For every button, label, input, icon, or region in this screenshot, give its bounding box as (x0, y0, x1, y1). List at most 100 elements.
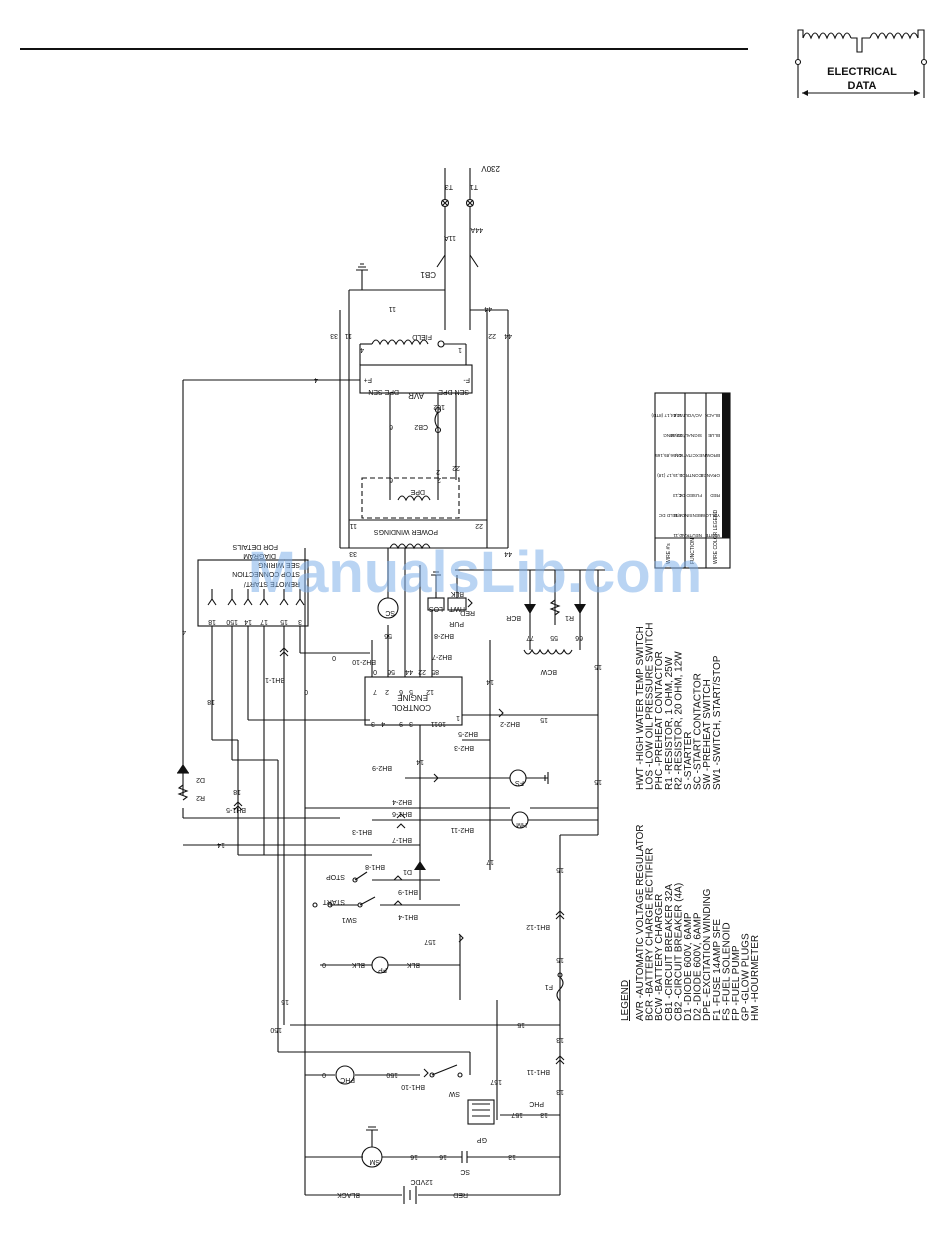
legend-entry: AVR -AUTOMATIC VOLTAGE REGULATOR (635, 824, 646, 1021)
wire-table-cell: RED (710, 493, 720, 498)
conn-bh1-4: BH1-4 (398, 913, 418, 920)
conn-bh1-11: BH1-11 (527, 1068, 550, 1075)
legend-entry: HWT -HIGH WATER TEMP SWITCH (635, 626, 646, 790)
preheat-contactor: PHC 150 0 SW 157 (305, 1000, 502, 1120)
w15-r5: 15 (556, 956, 564, 963)
ecm-pin-3b: 3 (409, 720, 413, 727)
ecm-wire-22: 22 (418, 668, 426, 675)
ecm-pin-7: 7 (373, 688, 377, 695)
wire-table-cell: ORANGE (700, 473, 720, 478)
w15-f1: 15 (517, 1021, 525, 1028)
w15-r3: 15 (540, 716, 548, 723)
phc-label-b: PHC (529, 1100, 544, 1107)
starter-motor: SM 16 16 SC 13 (305, 1126, 560, 1175)
stop-label: STOP (326, 873, 345, 880)
supply-labels: 230V T3 T1 11A 44A CB1 (420, 164, 500, 279)
w16-a: 16 (410, 1153, 418, 1160)
w14-h: 14 (217, 841, 225, 848)
fs-label: FS (515, 779, 524, 786)
battery-charger: BCR R1 BCW 77 55 66 (455, 569, 605, 675)
conn-bh1-8: BH1-8 (365, 863, 385, 870)
conn-bh1-7: BH1-7 (392, 836, 412, 843)
wire-table-cell: SENSING-FIELD DC (658, 513, 702, 518)
conn-bh2-2: BH2-2 (500, 720, 520, 727)
wire-15-right (462, 570, 599, 1195)
hwt-label: HWT (448, 605, 465, 612)
remote-wires (211, 548, 470, 1195)
w16-b: 16 (439, 1153, 447, 1160)
remote-line4: DIAGRAM (243, 552, 276, 559)
w150-b: 150 (386, 1071, 398, 1078)
wire-table-cell: YELLOW (700, 513, 720, 518)
w157-b: 157 (490, 1078, 502, 1085)
t1-label: T1 (470, 183, 478, 190)
legend-entry: PHC -PREHEAT CONTACTOR (654, 651, 665, 790)
legend-entry: HM -HOURMETER (750, 935, 761, 1021)
legend-entry: SC -START CONTACTOR (693, 673, 704, 790)
w77-label: 77 (526, 634, 534, 641)
avr-w22: 22 (452, 464, 460, 471)
cb1-label: CB1 (420, 270, 436, 279)
sm-label: SM (369, 1158, 380, 1165)
wire-table-cell: 3,15,17 (18) (657, 473, 682, 478)
wire-table-cell: SIGNAL/SENSING (663, 433, 702, 438)
gen-w2: 2 (437, 476, 441, 483)
badge-line1: ELECTRICAL (827, 66, 897, 78)
r2-label: R2 (196, 794, 205, 801)
legend-entry: R2 -RESISTOR, 20 OHM, 12W (673, 651, 684, 790)
ecm-pin-4: 4 (381, 720, 385, 727)
glow-plugs: GP 157 13 PHC (467, 1099, 560, 1143)
legend-entry: FS -FUEL SOLENOID (721, 922, 732, 1021)
conn-bh2-8: BH2-8 (434, 632, 454, 639)
w15-label: 15 (281, 998, 289, 1005)
battery: 12VDC BLACK RED (305, 1178, 560, 1204)
phc-w0: 0 (322, 1071, 326, 1078)
d1-label: D1 (403, 868, 412, 875)
wire-table-cell: FUSED DC (678, 493, 702, 498)
wire-table-cell: 4,13 (673, 493, 682, 498)
wire-table-cell: 22,44 (670, 433, 682, 438)
sw1-switch: START STOP SW1 (238, 854, 460, 923)
conn-bh2-4: BH2-4 (392, 798, 412, 805)
wire-4-left (182, 379, 360, 819)
wire-table-cell: AC/VOLTAGE (673, 413, 702, 418)
power-windings-label: POWER WINDINGS (374, 528, 438, 535)
red-label: RED (460, 609, 475, 616)
wire-table-cell: NEUTRAL (680, 533, 702, 538)
legend-entry: CB2 -CIRCUIT BREAKER (4A) (673, 883, 684, 1021)
gen-w33: 33 (349, 550, 357, 557)
bcr-label: BCR (506, 614, 521, 621)
voltage-label: 230V (481, 164, 500, 173)
wire-table-cell: 11,44,17 (8TD) (651, 413, 682, 418)
wire-4-label-b: 4 (182, 628, 186, 635)
legend-entry: SW -PREHEAT SWITCH (702, 679, 713, 790)
term-11-b: 11 (389, 305, 396, 312)
engine-control-block: ENGINE CONTROL 7 2 6 5 12 3 4 9 3 11 10 … (364, 668, 463, 727)
ecm-wire-0: 0 (373, 668, 377, 675)
term-22: 22 (488, 332, 496, 339)
cb2-num: 162 (433, 403, 445, 410)
wire-table-cell: BLACK (704, 413, 720, 418)
sw1-label: SW1 (342, 916, 357, 923)
w44a-label: 44A (470, 226, 483, 233)
avr-sen-dpe: SEN DPE (438, 388, 469, 395)
avr-w6: 6 (389, 423, 393, 430)
fp-blk-1: BLK (351, 961, 365, 968)
w15-r2: 15 (594, 778, 602, 785)
w18-label-b: 18 (233, 788, 241, 795)
w55-label: 55 (550, 634, 558, 641)
w56-label: 56 (384, 632, 392, 639)
w11a-label: 11A (444, 234, 456, 241)
remote-pin-18: 18 (208, 618, 216, 625)
coil-icon (794, 29, 928, 98)
conn-bh1-3: BH1-3 (352, 828, 372, 835)
term-44-b: 44 (484, 305, 492, 312)
legend-entry: FP -FUEL PUMP (731, 945, 742, 1021)
avr-w4: 4 (360, 346, 364, 353)
legend-entry: D2 -DIODE 600V, 6AMP (693, 912, 704, 1021)
terminal-lines (339, 310, 508, 549)
ecm-pin-1: 1 (456, 714, 460, 721)
